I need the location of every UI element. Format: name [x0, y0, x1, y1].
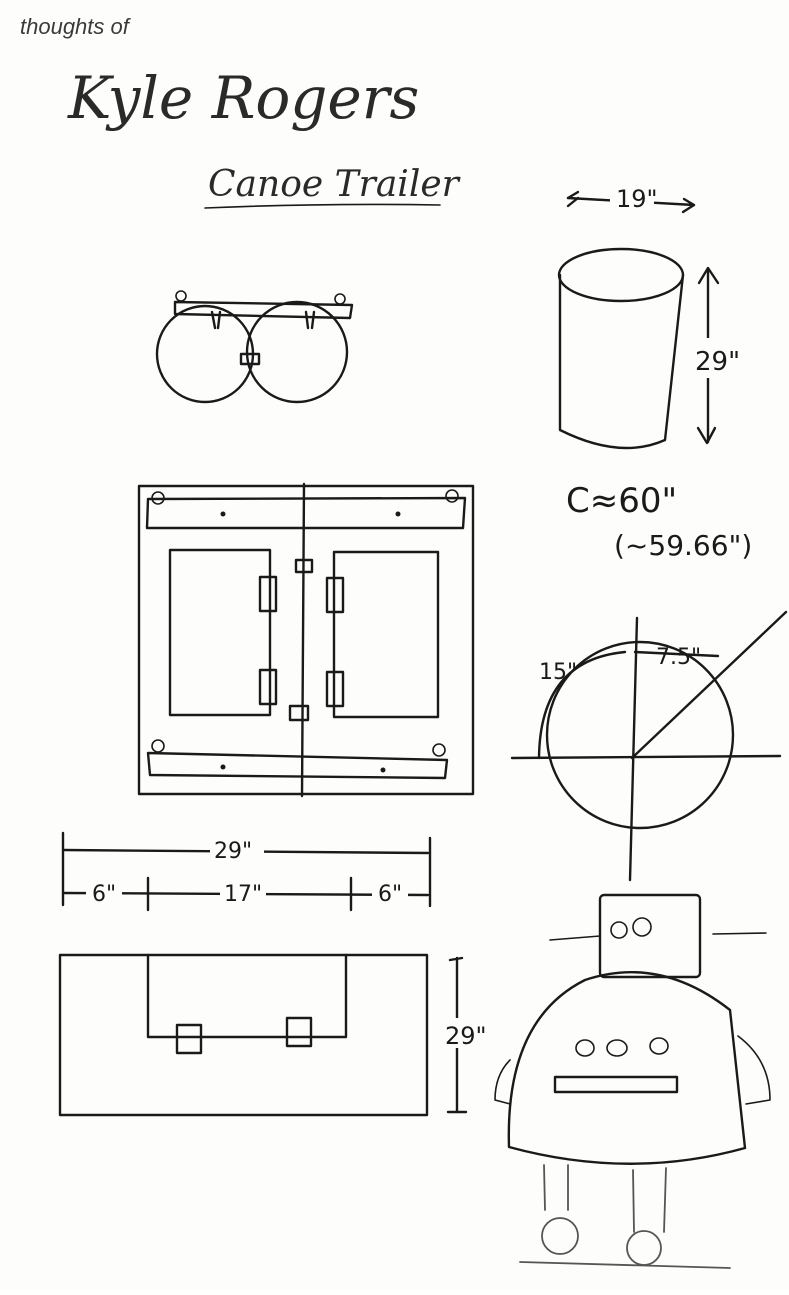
panel-hinge-left: [175, 1023, 203, 1055]
robot-button-2: [606, 1039, 628, 1057]
frame-top-rail: [145, 496, 467, 530]
bolt-left-top: [175, 290, 187, 302]
strap-left-top: [210, 310, 222, 330]
radius-label: 7.5": [656, 645, 701, 670]
robot-button-1: [575, 1039, 595, 1057]
barrel-top-ellipse: [557, 247, 685, 303]
robot-head: [598, 893, 702, 979]
robot-button-3: [649, 1037, 669, 1055]
robot-antennae: [549, 932, 767, 941]
frame-right-panel: [332, 550, 440, 719]
frame-bolt-br: [432, 743, 446, 757]
radius-dimension-line: [633, 650, 720, 658]
title-underline: [204, 203, 441, 209]
robot-body: [507, 970, 747, 1165]
hinge-right-upper: [325, 576, 345, 614]
barrel-left-top: [155, 304, 255, 404]
arc-label: 15": [539, 660, 577, 685]
robot-legs: [543, 1164, 667, 1233]
header-prefix: thoughts of: [20, 14, 132, 39]
panel-dimensions: 29" 6" 17" 6" 29": [58, 831, 487, 1117]
frame-center-seam: [300, 482, 306, 798]
panel-hinge-right: [285, 1016, 313, 1048]
strap-right-top: [304, 310, 316, 330]
latch-upper: [294, 558, 314, 574]
circumference-approx: C≈60": [566, 481, 677, 521]
robot-mouth-slot: [553, 1075, 679, 1094]
robot-doodle: [494, 893, 771, 1269]
clip-center-top: [239, 352, 261, 366]
panel-height-ticks: [446, 956, 468, 1114]
crossbar-top: [173, 300, 354, 320]
barrel-right-top: [245, 300, 349, 404]
arc-dimension-line: [537, 650, 627, 760]
frame-bolt-bl: [151, 739, 165, 753]
barrel-height-arrow-bottom: [696, 426, 717, 445]
author-name: Kyle Rogers: [67, 64, 419, 132]
hinge-left-upper: [258, 575, 278, 613]
barrel-body: [558, 273, 685, 450]
circle-vertical-axis: [628, 616, 639, 882]
middle-width-label: 17": [224, 882, 262, 907]
bolt-right-top: [334, 293, 346, 305]
frame-outline: [137, 484, 475, 796]
panel-outline: [58, 953, 429, 1117]
circle-detail: 15" 7.5": [510, 610, 788, 882]
frame-bolt-tr: [445, 489, 459, 503]
hinge-right-lower: [325, 670, 345, 708]
latch-lower: [288, 704, 310, 722]
barrel-height-arrow-top: [697, 266, 720, 285]
barrel-height-label: 29": [695, 347, 740, 377]
sketch-title: Canoe Trailer: [208, 164, 461, 205]
total-width-label: 29": [214, 839, 252, 864]
right-margin-label: 6": [378, 882, 402, 907]
circle-outline: [545, 640, 735, 830]
frame-bolt-tl: [151, 491, 165, 505]
barrel-side-view: 19" 29": [557, 184, 740, 450]
frame-bottom-rail: [146, 751, 449, 780]
circle-horizontal-axis: [510, 754, 782, 760]
robot-eye-right: [632, 917, 652, 937]
hinge-left-lower: [258, 668, 278, 706]
robot-wheel-left: [541, 1217, 579, 1255]
segment-ticks: [146, 876, 353, 912]
frame-left-panel: [168, 548, 272, 717]
barrel-width-arrow-right: [681, 197, 696, 214]
circle-radius-line: [630, 610, 788, 760]
top-view-barrels: [155, 290, 354, 404]
barrel-width-arrow-left: [566, 190, 580, 208]
robot-arms: [494, 1035, 771, 1105]
barrel-diameter-label: 19": [616, 185, 658, 213]
robot-ground-line: [519, 1261, 731, 1269]
frame-front-view: [137, 482, 475, 798]
circumference-exact: (~59.66"): [614, 529, 752, 562]
panel-height-label: 29": [445, 1022, 487, 1050]
left-margin-label: 6": [92, 882, 116, 907]
robot-eye-left: [610, 921, 628, 939]
robot-wheel-right: [626, 1230, 662, 1266]
panel-cutout: [146, 953, 348, 1039]
